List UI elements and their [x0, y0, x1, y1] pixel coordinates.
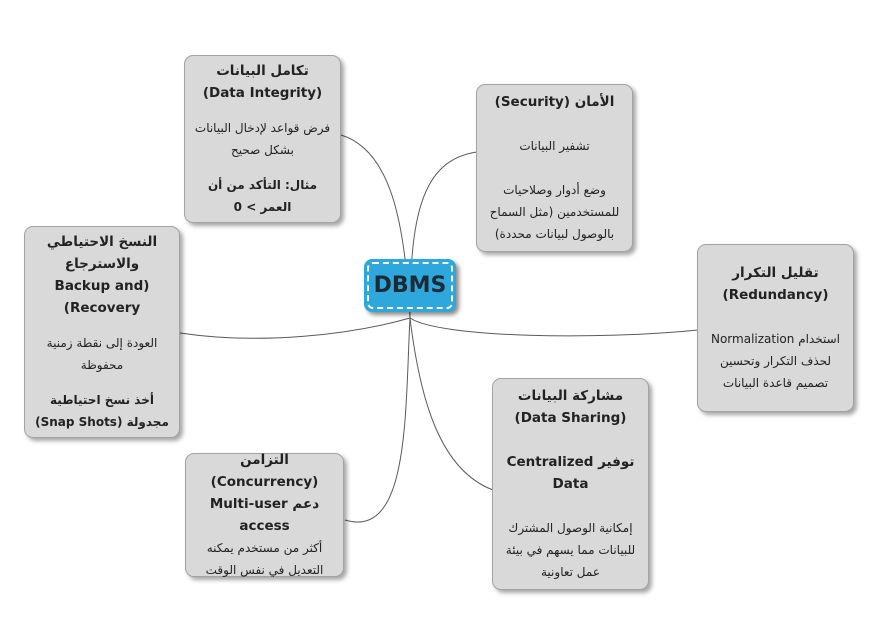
topic-security[interactable]: الأمان (Security) تشفير البيانات وضع أدو… [476, 84, 633, 252]
topic-backup-recovery[interactable]: النسخ الاحتياطي والاسترجاع (Backup and R… [24, 226, 180, 438]
topic-detail: أخذ نسخ احتياطية مجدولة (Snap Shots) [35, 393, 169, 429]
connector-redundancy [409, 317, 699, 337]
topic-example: مثال: التأكد من أن العمر > 0 [207, 178, 318, 214]
topic-detail: وضع أدوار وصلاحيات للمستخدمين (مثل السما… [489, 183, 620, 241]
central-topic-dbms[interactable]: DBMS [364, 259, 456, 312]
topic-title: مشاركة البيانات (Data Sharing) [514, 388, 627, 426]
topic-title: الأمان (Security) [494, 94, 615, 110]
topic-detail: استخدام Normalization لحذف التكرار وتحسي… [710, 332, 841, 390]
topic-title: التزامن (Concurrency) [210, 452, 319, 490]
topic-concurrency[interactable]: التزامن (Concurrency) دعم Multi-user acc… [185, 452, 344, 577]
connector-backup [179, 317, 411, 339]
topic-detail: إمكانية الوصول المشترك للبيانات مما يسهم… [505, 521, 636, 579]
topic-data-sharing[interactable]: مشاركة البيانات (Data Sharing) توفير Cen… [492, 378, 649, 590]
topic-detail: العودة إلى نقطة زمنية محفوظة [46, 336, 158, 372]
topic-title: تكامل البيانات (Data Integrity) [202, 63, 323, 101]
connector-concurrency [344, 317, 411, 523]
topic-title: النسخ الاحتياطي والاسترجاع (Backup and R… [46, 234, 158, 316]
central-topic-label: DBMS [373, 273, 447, 298]
topic-detail: تشفير البيانات [519, 139, 590, 153]
topic-detail: فرض قواعد لإدخال البيانات بشكل صحيح [194, 121, 331, 157]
topic-title: تقليل التكرار (Redundancy) [722, 265, 829, 303]
topic-detail: أكثر من مستخدم يمكنه التعديل في نفس الوق… [205, 541, 324, 577]
topic-detail: توفير Centralized Data [506, 454, 635, 492]
connector-sharing [409, 317, 494, 491]
topic-data-integrity[interactable]: تكامل البيانات (Data Integrity) فرض قواع… [184, 55, 341, 223]
topic-redundancy[interactable]: تقليل التكرار (Redundancy) استخدام Norma… [697, 244, 854, 412]
topic-detail: دعم Multi-user access [209, 496, 320, 534]
